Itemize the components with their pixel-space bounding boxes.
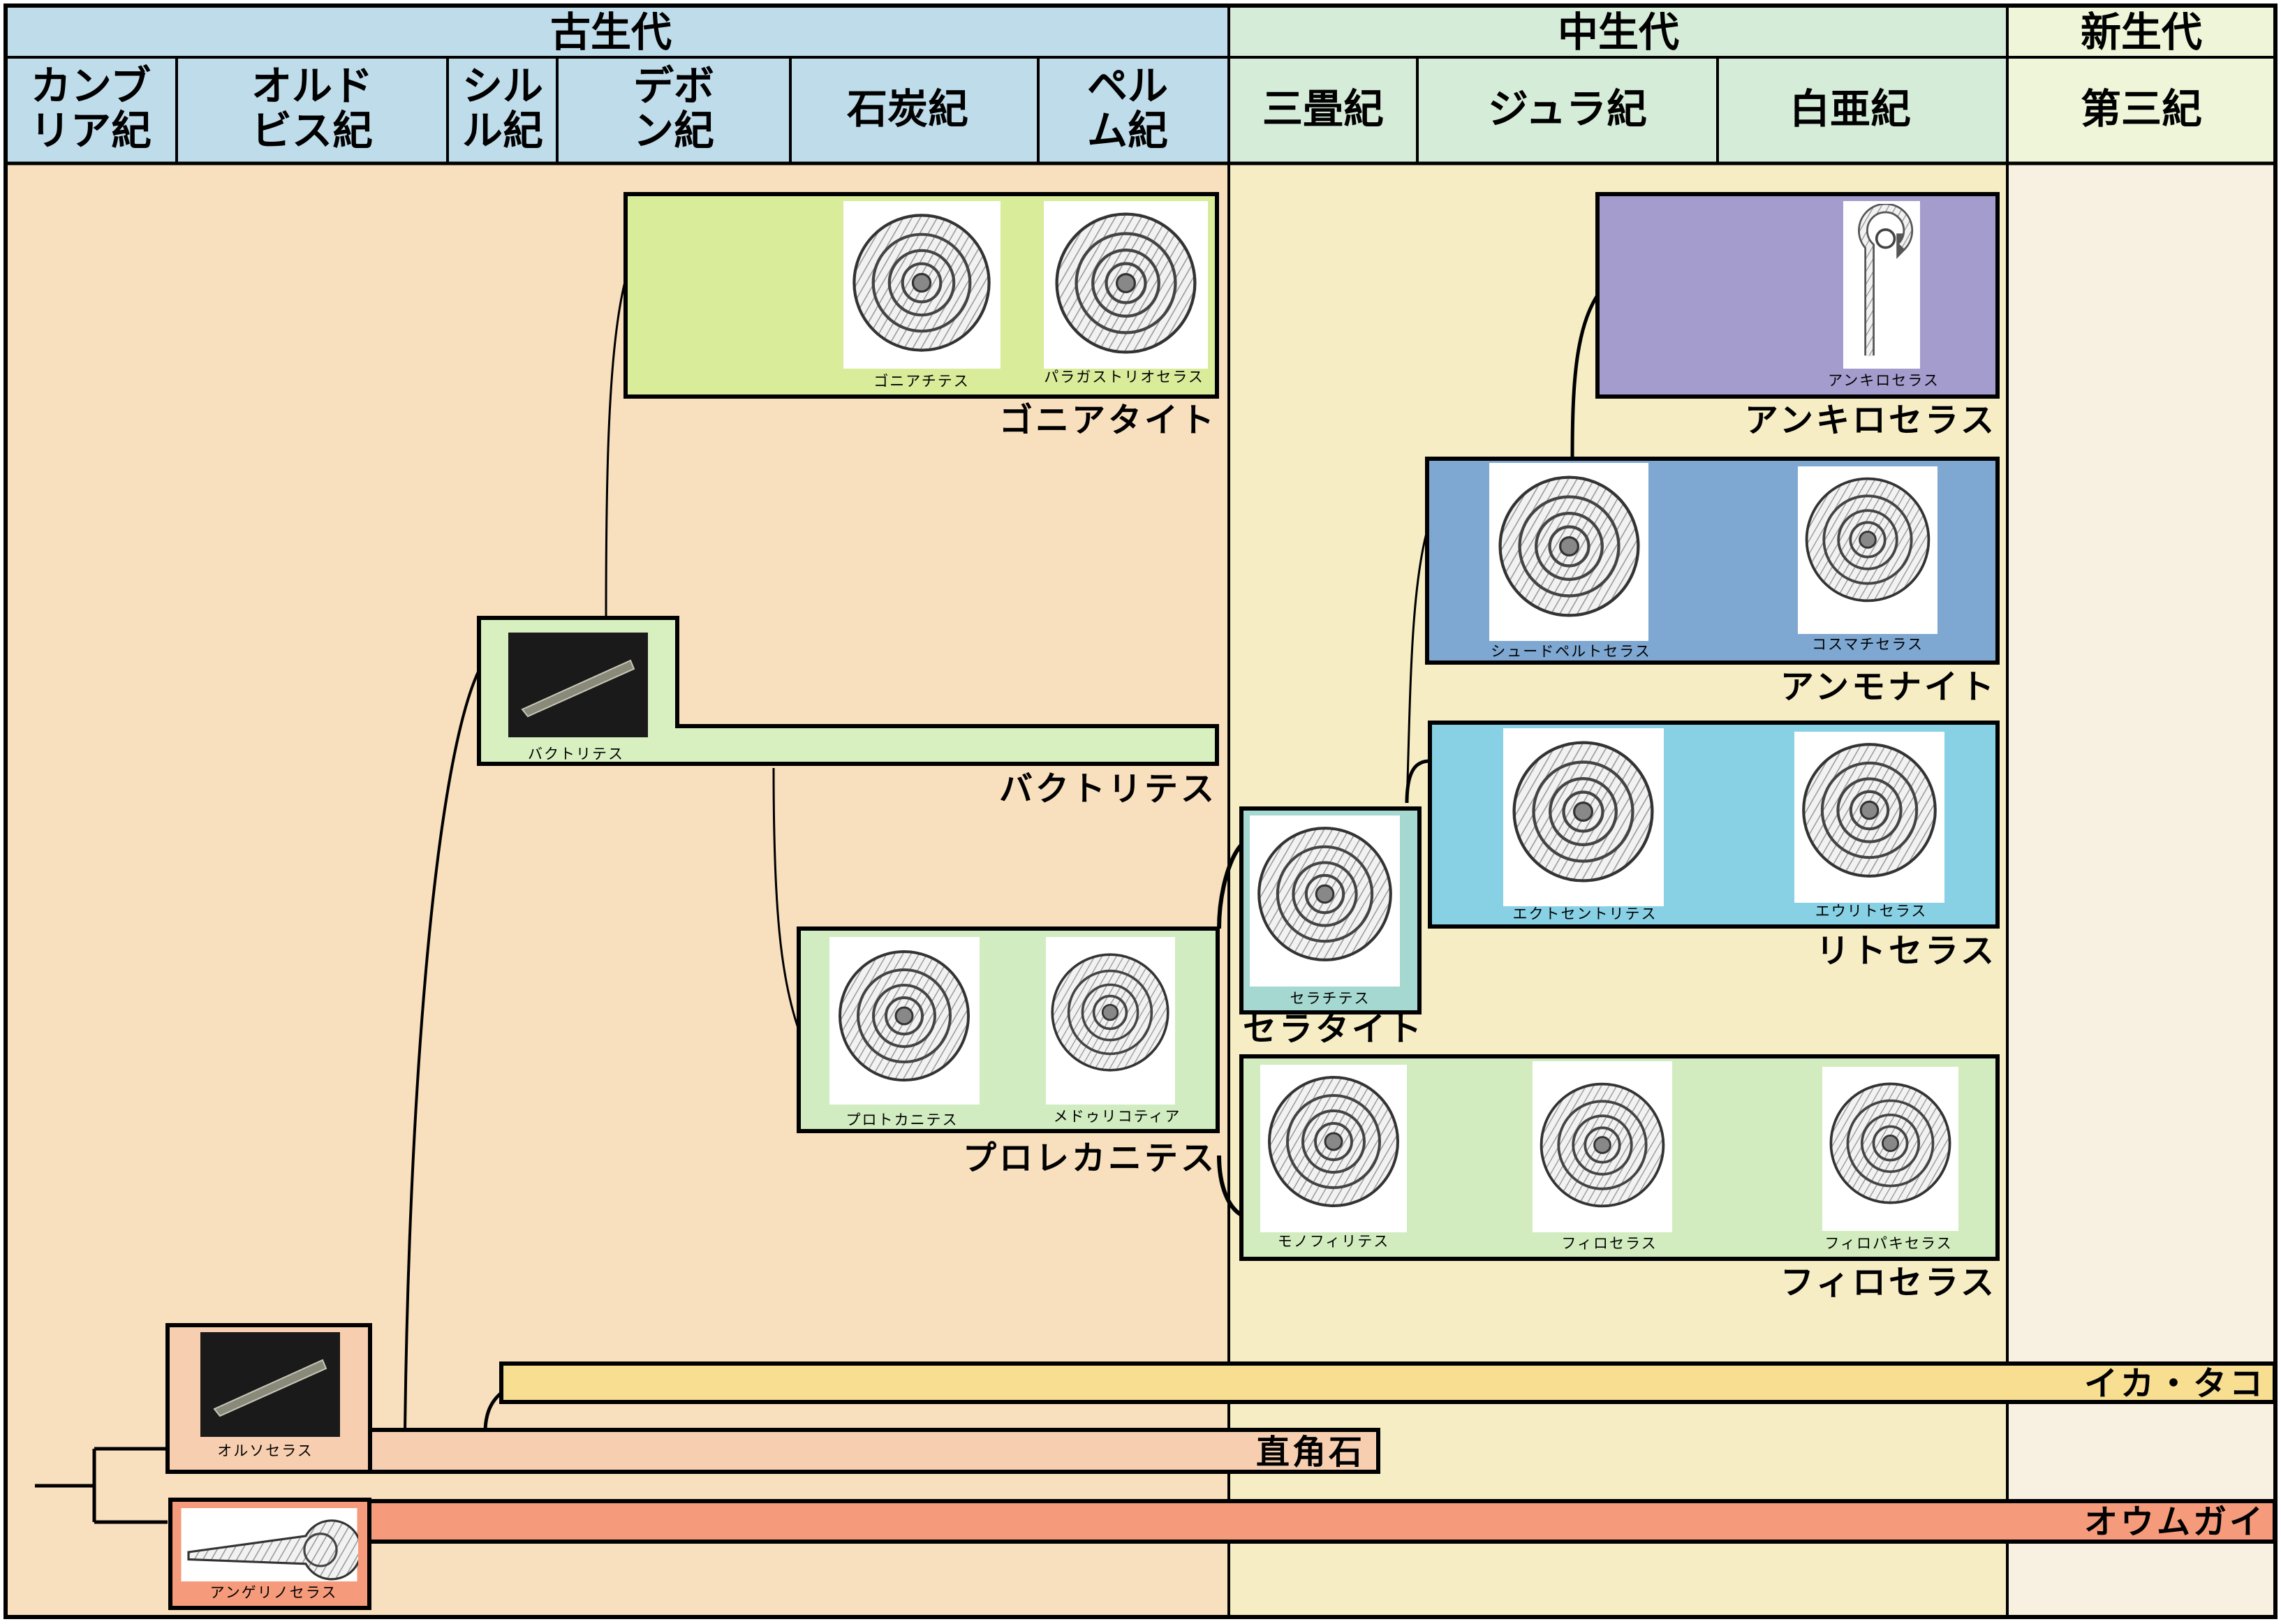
squid-octopus-bar [499, 1361, 2277, 1404]
coiled-ammonite-shell-icon [839, 950, 970, 1082]
period-label-cambrian: カンブリア紀 [30, 62, 152, 154]
caption-angelinoceras: アンゲリノセラス [210, 1584, 338, 1601]
period-cell-tertiary [2006, 56, 2277, 165]
ancyloceras-box [1595, 192, 2000, 399]
period-cell-jurassic [1416, 56, 1719, 165]
group-label-ancyloceras: アンキロセラス [1745, 401, 1997, 440]
diagram-frame [3, 3, 2278, 1619]
coiled-ammonite-shell-icon [1829, 1082, 1951, 1204]
period-label-jurassic: ジュラ紀 [1488, 85, 1647, 133]
period-label-triassic: 三畳紀 [1262, 85, 1384, 133]
caption-cosmoceras: コスマチセラス [1812, 636, 1924, 653]
group-label-goniatite: ゴニアタイト [999, 401, 1217, 440]
bactrites-box [477, 616, 1219, 766]
caption-paragastrioceras: パラガストリオセラス [1044, 369, 1204, 385]
period-label-cretaceous: 白亜紀 [1789, 85, 1911, 133]
era-label-cenozoic: 新生代 [2081, 8, 2202, 56]
caption-pseudoperisphinctes: シュードペルトセラス [1491, 643, 1651, 660]
group-label-prolecanites: プロレカニテス [963, 1139, 1217, 1178]
coiled-ammonite-shell-icon [854, 215, 989, 350]
coiled-ammonite-shell-icon [1540, 1082, 1665, 1208]
caption-ectocentrites: エクトセントリテス [1513, 906, 1658, 922]
period-label-silurian: シルル紀 [462, 62, 543, 154]
group-label-squid-octopus: イカ・タコ [2084, 1364, 2266, 1403]
era-label-paleozoic: 古生代 [550, 8, 672, 56]
caption-goniatites: ゴニアチテス [873, 373, 970, 390]
caption-bactrites: バクトリテス [528, 746, 624, 762]
period-cell-devonian [556, 56, 792, 165]
period-label-tertiary: 第三紀 [2081, 85, 2202, 133]
group-label-ammonite: アンモナイト [1780, 667, 1997, 707]
straight-cone-fossil-icon [199, 1332, 341, 1437]
coiled-ammonite-shell-icon [1500, 478, 1639, 616]
group-label-phylloceras: フィロセラス [1780, 1263, 1997, 1302]
coiled-ammonite-shell-icon [1805, 477, 1931, 603]
caption-phylloceras: フィロセラス [1561, 1235, 1657, 1252]
coiled-ammonite-shell-icon [1259, 828, 1391, 960]
coiled-ammonite-shell-icon [1268, 1076, 1399, 1207]
nautilus-bar [355, 1499, 2277, 1544]
group-label-orthoceras: 直角石 [1256, 1433, 1365, 1472]
group-label-bactrites: バクトリテス [999, 769, 1217, 809]
coiled-ammonite-shell-icon [1057, 214, 1195, 353]
group-label-nautilus: オウムガイ [2084, 1503, 2266, 1542]
caption-ancyloceras: アンキロセラス [1828, 372, 1940, 389]
caption-protocanites: プロトカニテス [846, 1112, 959, 1128]
caption-medlicottia: メドゥリコティア [1054, 1108, 1181, 1125]
loosely-coiled-nautiloid-icon [180, 1508, 358, 1581]
coiled-ammonite-shell-icon [1051, 953, 1169, 1072]
caption-orthoceras: オルソセラス [217, 1442, 313, 1459]
caption-phyllopachyceras: フィロパキセラス [1824, 1235, 1952, 1252]
group-label-lytoceras: リトセラス [1816, 931, 1997, 970]
period-cell-permian [1037, 56, 1230, 165]
group-label-ceratite: セラタイト [1243, 1010, 1424, 1049]
period-label-devonian: デボン紀 [633, 62, 714, 154]
period-label-carboniferous: 石炭紀 [847, 85, 968, 133]
caption-eolytoceras: エウリトセラス [1815, 903, 1928, 920]
period-label-permian: ペルム紀 [1087, 62, 1168, 154]
period-cell-carboniferous [789, 56, 1040, 165]
straight-cone-fossil-icon [508, 631, 648, 739]
coiled-ammonite-shell-icon [1514, 743, 1653, 881]
era-label-mesozoic: 中生代 [1558, 8, 1679, 56]
period-label-ordovician: オルドビス紀 [251, 62, 373, 154]
coiled-ammonite-shell-icon [1803, 744, 1935, 876]
caption-monophyllites: モノフィリテス [1278, 1233, 1390, 1250]
caption-ceratites: セラチテス [1290, 990, 1371, 1007]
